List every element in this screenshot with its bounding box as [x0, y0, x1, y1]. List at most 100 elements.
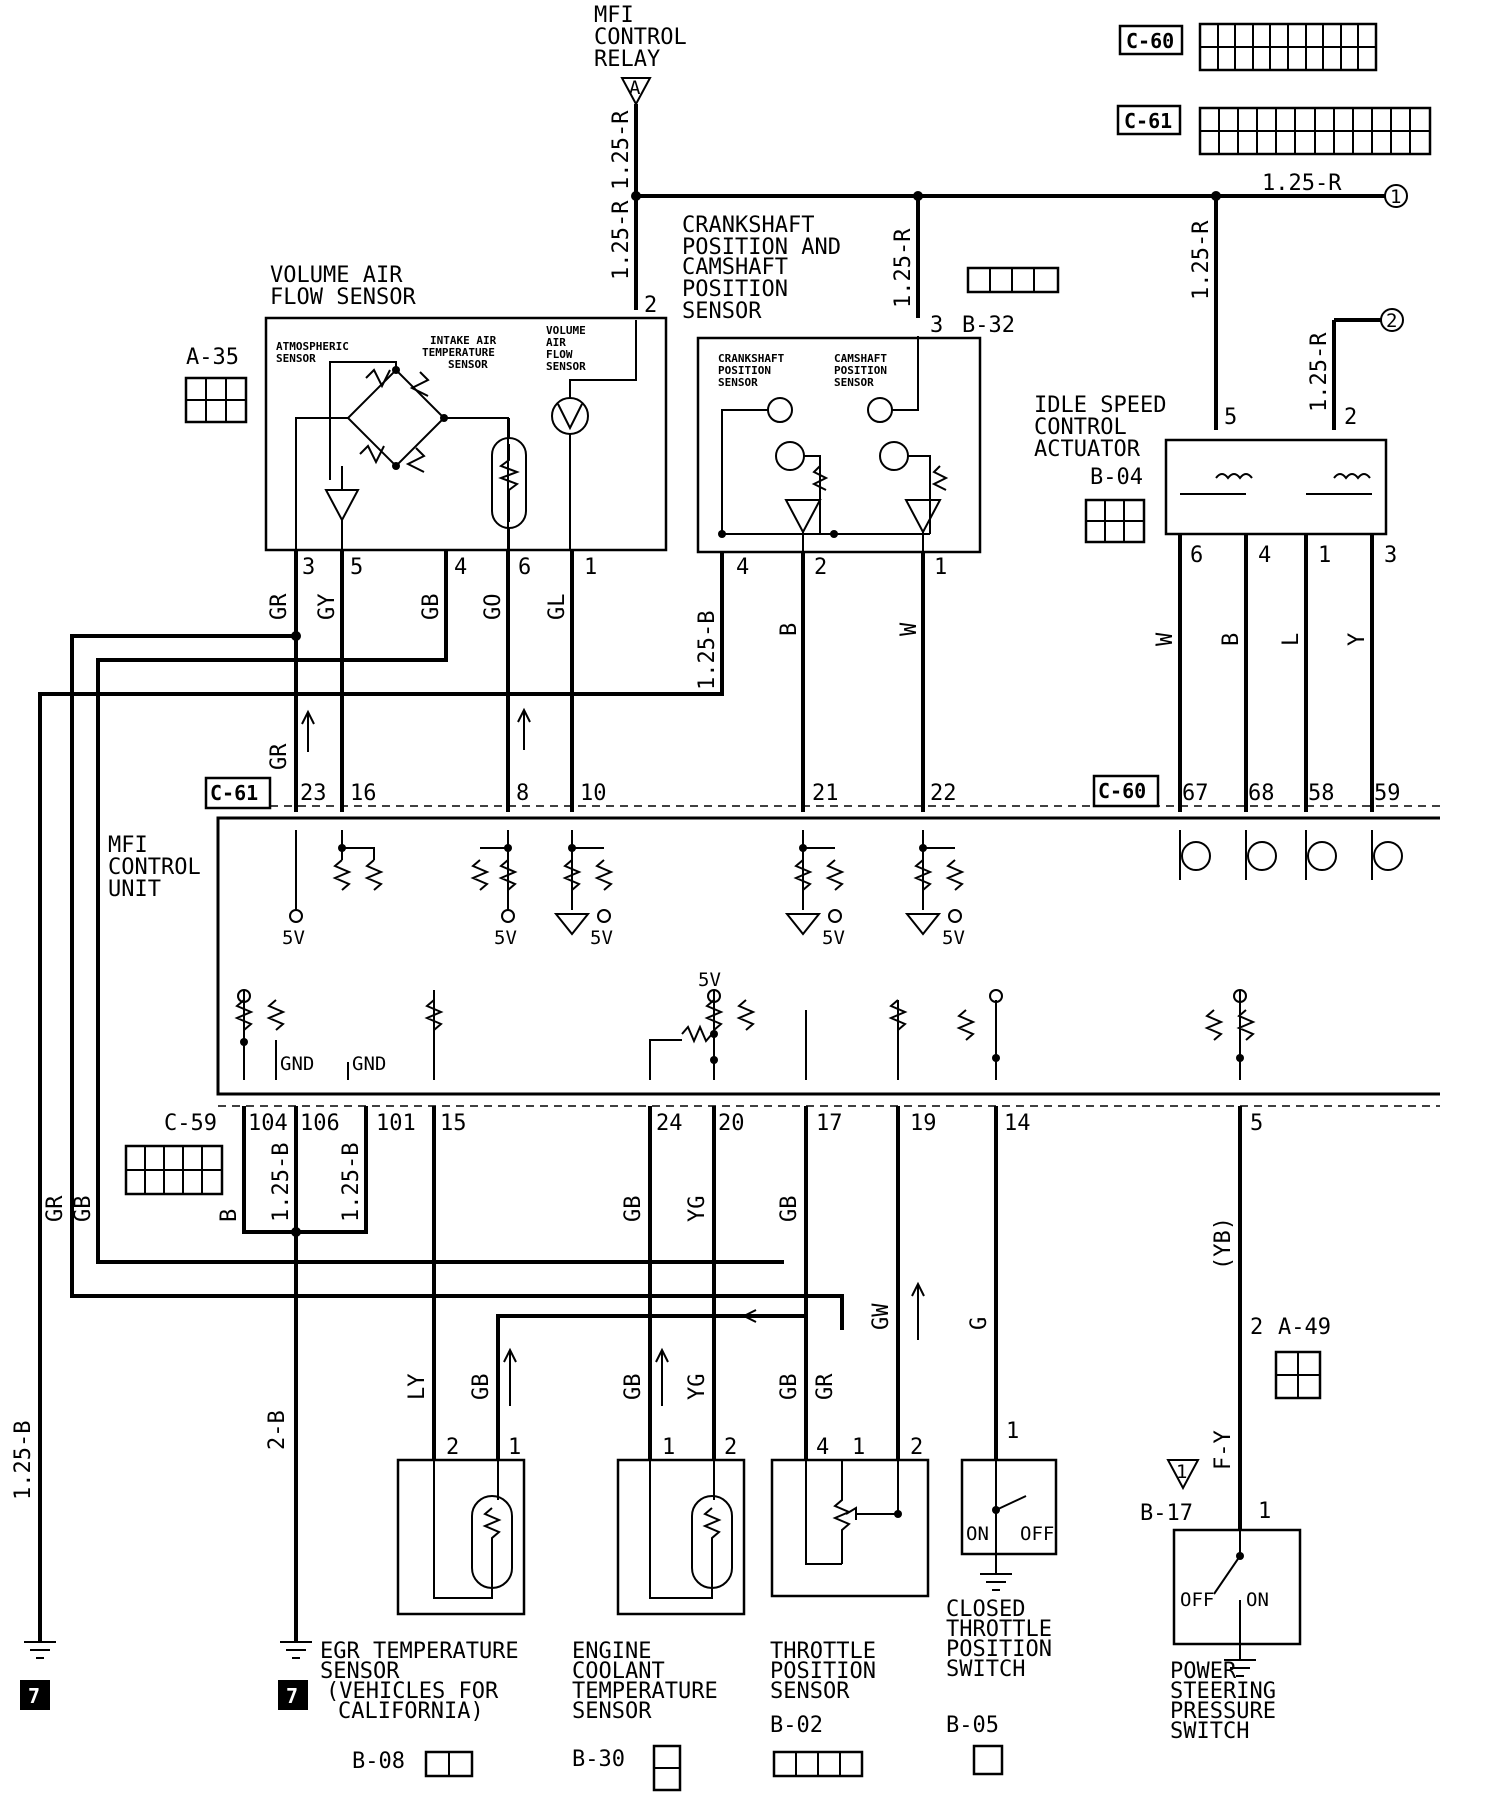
atm-label-2: SENSOR	[276, 352, 316, 365]
engine-coolant-temperature-sensor: 1 2	[616, 1435, 746, 1616]
iat-label-1: INTAKE AIR	[430, 334, 497, 347]
wire-gb-tps: GB	[777, 1374, 802, 1401]
wire-gb-egr: GB	[469, 1374, 494, 1401]
iat-label-2: TEMPERATURE	[422, 346, 495, 359]
c61-pin-16: 16	[350, 781, 377, 806]
wire-crank-feed: 1.25-R	[891, 228, 916, 308]
crank-label-2: POSITION AND	[682, 235, 841, 260]
wire-relay-1: 1.25-R	[609, 110, 634, 190]
tps-label-2: POSITION	[770, 1659, 876, 1684]
c60-tag-main: C-60	[1098, 779, 1146, 803]
mfi-unit-1: MFI	[108, 833, 148, 858]
c61-pin-20: 20	[718, 1111, 745, 1136]
b02-tag: B-02	[770, 1713, 823, 1738]
isc-pin-6: 6	[1190, 543, 1203, 568]
isc-label-2: CONTROL	[1034, 415, 1127, 440]
c59-pin-106: 106	[300, 1111, 340, 1136]
mfi-control-unit: MFI CONTROL UNIT 5V 5V 5V 5V 5V	[108, 816, 1440, 1096]
c61-pin-22: 22	[930, 781, 957, 806]
c60-pin-68: 68	[1248, 781, 1275, 806]
wire-isc-ref2: 1.25-R	[1307, 332, 1332, 412]
wire-gb-ect: GB	[621, 1196, 646, 1223]
vaf-pin-4: 4	[454, 555, 467, 580]
b08-tag: B-08	[352, 1749, 405, 1774]
vaf-label-1: VOLUME AIR	[270, 263, 403, 288]
crank-label-1: CRANKSHAFT	[682, 213, 814, 238]
wire-gr-tps: GR	[813, 1373, 838, 1400]
wire-gl: GL	[545, 594, 570, 621]
wire-gw: GW	[869, 1303, 894, 1330]
c61-pin-23: 23	[300, 781, 327, 806]
c59-pin-104: 104	[248, 1111, 288, 1136]
vaf-pin-3: 3	[302, 555, 315, 580]
ref-1: 1	[1390, 186, 1401, 208]
crank-label-3: CAMSHAFT	[682, 255, 788, 280]
crank-label-5: SENSOR	[682, 299, 762, 324]
ground-ref-left: 7	[28, 1684, 40, 1708]
ctps-label-4: SWITCH	[946, 1657, 1025, 1682]
connector-c59: C-59	[124, 1111, 224, 1196]
isc-label-3: ACTUATOR	[1034, 437, 1141, 462]
ect-label-4: SENSOR	[572, 1699, 652, 1724]
wire-w-isc: W	[1153, 632, 1178, 646]
wire-gr-2: GR	[267, 743, 292, 770]
wire-go: GO	[481, 594, 506, 621]
vafs-label-3: FLOW	[546, 348, 573, 361]
tps-label-1: THROTTLE	[770, 1639, 876, 1664]
5v-4: 5V	[822, 927, 845, 949]
wire-gb-17: GB	[777, 1196, 802, 1223]
closed-throttle-position-switch: ON OFF 1	[960, 1419, 1058, 1591]
isc-pin-5: 5	[1224, 405, 1237, 430]
ps-pin-1: 1	[1258, 1499, 1271, 1524]
tps-pin-1: 1	[852, 1435, 865, 1460]
wire-isc-feed: 1.25-R	[1189, 220, 1214, 300]
c60-pin-59: 59	[1374, 781, 1401, 806]
crank-pin-2: 2	[814, 555, 827, 580]
ect-label-2: COOLANT	[572, 1659, 665, 1684]
b05-tag: B-05	[946, 1713, 999, 1738]
5v-6: 5V	[698, 969, 721, 991]
egr-label-3: (VEHICLES FOR	[326, 1679, 499, 1704]
tps-pin-4: 4	[816, 1435, 829, 1460]
b30-tag: B-30	[572, 1747, 625, 1772]
egr-label-1: EGR TEMPERATURE	[320, 1639, 519, 1664]
ctps-label-2: THROTTLE	[946, 1617, 1052, 1642]
c59-pin-101: 101	[376, 1111, 416, 1136]
ground-ref-egr: 7	[286, 1684, 298, 1708]
wire-fy: F-Y	[1211, 1430, 1236, 1470]
c61-pin-8: 8	[516, 781, 529, 806]
5v-5: 5V	[942, 927, 965, 949]
gnd-1: GND	[280, 1053, 314, 1075]
cam-sub-3: SENSOR	[834, 376, 874, 389]
ect-label-3: TEMPERATURE	[572, 1679, 718, 1704]
ect-label-1: ENGINE	[572, 1639, 651, 1664]
warn-mark: 1	[1176, 1461, 1187, 1483]
wire-g: G	[967, 1317, 992, 1330]
vaf-label-2: FLOW SENSOR	[270, 285, 416, 310]
ground-egr: 7	[278, 1641, 312, 1710]
crank-label-4: POSITION	[682, 277, 788, 302]
isc-pin-2: 2	[1344, 405, 1357, 430]
throttle-position-sensor: 4 1 2	[770, 1435, 930, 1598]
ctps-label-3: POSITION	[946, 1637, 1052, 1662]
wire-vaf-feed: 1.25-R	[609, 200, 634, 280]
wire-y-isc: Y	[1345, 633, 1370, 646]
connector-a35: A-35	[184, 345, 248, 424]
ps-label-4: SWITCH	[1170, 1719, 1249, 1744]
vaf-pin-5: 5	[350, 555, 363, 580]
vafs-label-1: VOLUME	[546, 324, 586, 337]
isc-pin-4: 4	[1258, 543, 1271, 568]
wire-crank-gnd: 1.25-B	[695, 611, 720, 690]
crank-sub-2: POSITION	[718, 364, 771, 377]
relay-label-2: CONTROL	[594, 25, 687, 50]
mfi-unit-3: UNIT	[108, 877, 161, 902]
egr-label-2: SENSOR	[320, 1659, 400, 1684]
c59-tag: C-59	[164, 1111, 217, 1136]
vaf-pin-2: 2	[644, 293, 657, 318]
c60-tag: C-60	[1126, 29, 1174, 53]
isc-label-1: IDLE SPEED	[1034, 393, 1166, 418]
a35-tag: A-35	[186, 345, 239, 370]
c60-pin-67: 67	[1182, 781, 1209, 806]
5v-3: 5V	[590, 927, 613, 949]
connector-c60-block: C-60	[1118, 22, 1378, 72]
